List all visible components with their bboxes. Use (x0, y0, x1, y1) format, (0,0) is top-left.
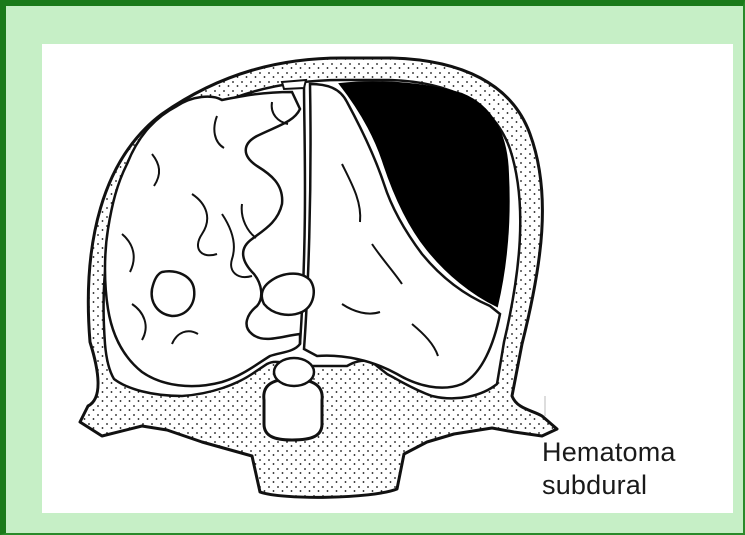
caption-line-1: Hematoma (542, 436, 732, 469)
caption-line-2: subdural (542, 469, 732, 502)
pituitary (274, 358, 314, 386)
ventricle-left (152, 271, 195, 316)
superior-sagittal-sinus (282, 80, 306, 89)
diagram-caption: Hematoma subdural (542, 436, 732, 502)
illustration-panel: Hematoma subdural (42, 44, 733, 513)
sphenoid-sinus (264, 379, 322, 440)
